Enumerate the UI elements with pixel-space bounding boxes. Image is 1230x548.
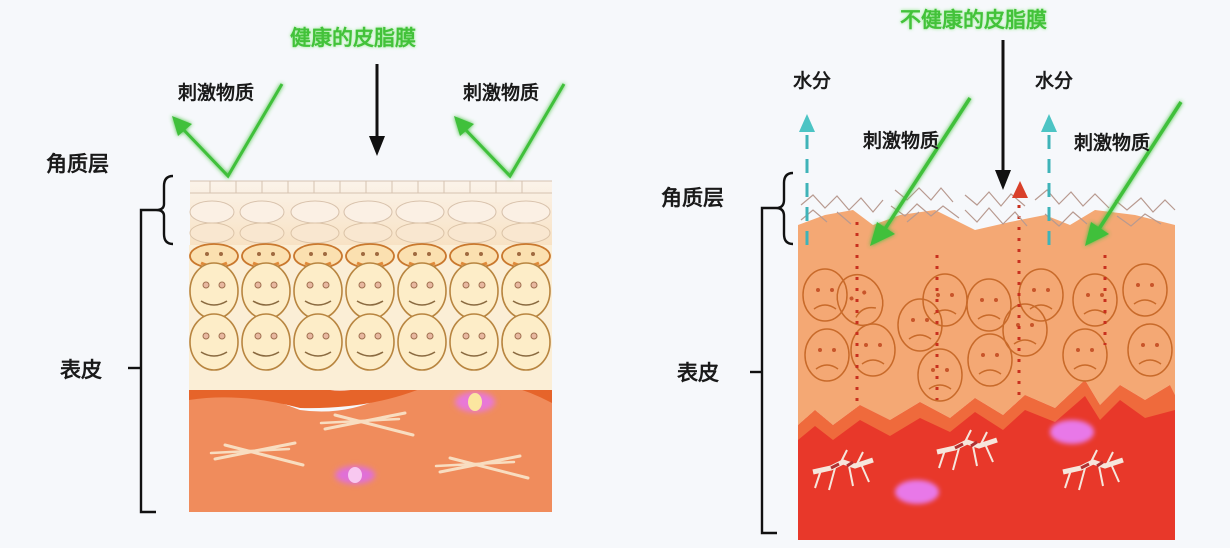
- stimulus-label-right: 刺激物质: [463, 82, 540, 104]
- unhealthy-sebum-film-title: 不健康的皮脂膜: [900, 8, 1047, 32]
- healthy-skin-diagram: [128, 64, 566, 514]
- capillary-dot-lower: [335, 466, 375, 484]
- unhealthy-skin-diagram: [750, 40, 1183, 540]
- unhealthy-stratum-corneum-bracket: [775, 171, 794, 246]
- unhealthy-skin-panel: 不健康的皮脂膜 水分 水分 刺激物质 刺激物质 角质层 表皮: [615, 0, 1230, 548]
- stimulus-penetrate-arrow-left: [870, 97, 972, 246]
- unhealthy-epidermis: [798, 205, 1175, 425]
- unhealthy-stratum-corneum: [800, 187, 1176, 227]
- unhealthy-dermis: [798, 380, 1175, 540]
- moisture-label-right: 水分: [1035, 70, 1074, 92]
- epidermis-bracket: [128, 208, 156, 514]
- epidermis-label: 表皮: [677, 361, 719, 385]
- sebum-film-arrow: [369, 64, 385, 156]
- capillary-dot-upper: [455, 392, 495, 412]
- inflamed-capillary-1: [895, 480, 939, 504]
- stratum-corneum-label: 角质层: [46, 152, 109, 176]
- stimulus-reflect-arrow-right: [454, 83, 566, 179]
- moisture-arrow-left: [799, 114, 815, 245]
- stimulus-penetrate-arrow-right: [1085, 101, 1183, 246]
- moisture-arrow-right: [1041, 114, 1057, 245]
- healthy-skin-panel: 健康的皮脂膜 刺激物质 刺激物质 角质层 表皮: [46, 26, 566, 514]
- moisture-label-left: 水分: [793, 70, 832, 92]
- stimulus-label-left: 刺激物质: [178, 82, 255, 104]
- stratum-corneum-bracket: [155, 174, 174, 246]
- healthy-sebum-film-title: 健康的皮脂膜: [290, 26, 416, 50]
- unhealthy-epidermis-bracket: [750, 206, 777, 535]
- healthy-stratum-corneum: [189, 180, 552, 245]
- stimulus-reflect-arrow-left: [172, 83, 284, 179]
- stimulus-label-right: 刺激物质: [1074, 132, 1151, 154]
- epidermis-label: 表皮: [60, 358, 102, 382]
- unhealthy-sebum-film-arrow: [995, 40, 1011, 190]
- stimulus-label-left: 刺激物质: [863, 130, 940, 152]
- irritant-triangle: [1012, 181, 1028, 198]
- inflamed-capillary-2: [1050, 420, 1094, 444]
- stratum-corneum-label: 角质层: [661, 186, 724, 210]
